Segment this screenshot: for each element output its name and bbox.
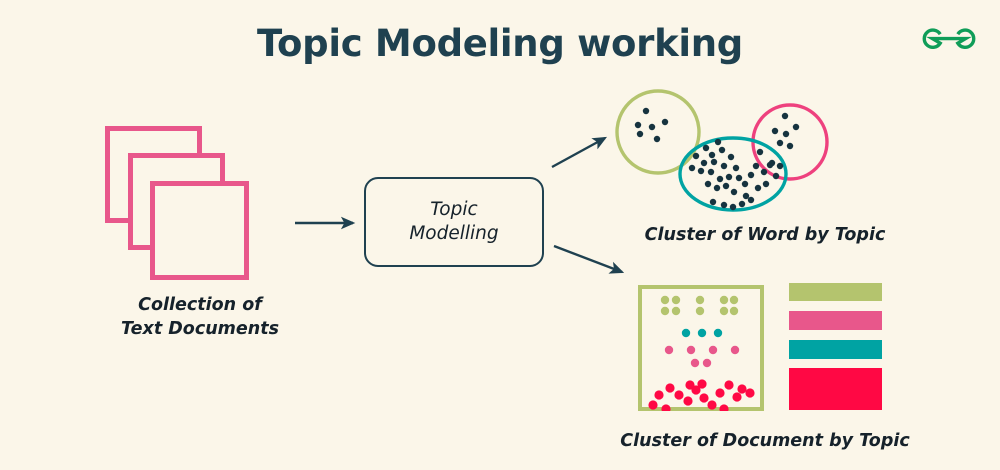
legend-bar-teal xyxy=(789,340,882,359)
collection-of-text-documents-label: Collection of Text Documents xyxy=(120,295,280,339)
teal-topic-dots xyxy=(681,328,723,338)
legend-bar-red xyxy=(789,368,882,410)
page-title: Topic Modeling working xyxy=(257,22,743,65)
legend-bar-pink xyxy=(789,311,882,330)
word-cluster-dots xyxy=(634,107,800,211)
document-cluster-dots xyxy=(648,295,755,411)
olive-topic-dots xyxy=(660,295,739,316)
word-cluster-group xyxy=(615,89,829,212)
arrow-model-to-word-clusters xyxy=(551,136,608,169)
legend-bar-olive xyxy=(789,283,882,301)
cluster-of-document-by-topic-label: Cluster of Document by Topic xyxy=(620,431,910,451)
pink-topic-dots xyxy=(664,345,740,368)
topic-modelling-label: Topic Modelling xyxy=(409,198,499,244)
pink-cluster-circle xyxy=(751,103,829,181)
document-sheet-front xyxy=(150,181,249,280)
topic-modelling-box: Topic Modelling xyxy=(364,177,544,267)
green-cluster-circle xyxy=(615,89,701,175)
red-topic-dots xyxy=(648,379,755,411)
arrow-model-to-document-clusters xyxy=(553,244,625,274)
geeksforgeeks-logo xyxy=(920,18,978,58)
cluster-of-word-by-topic-label: Cluster of Word by Topic xyxy=(644,225,886,245)
